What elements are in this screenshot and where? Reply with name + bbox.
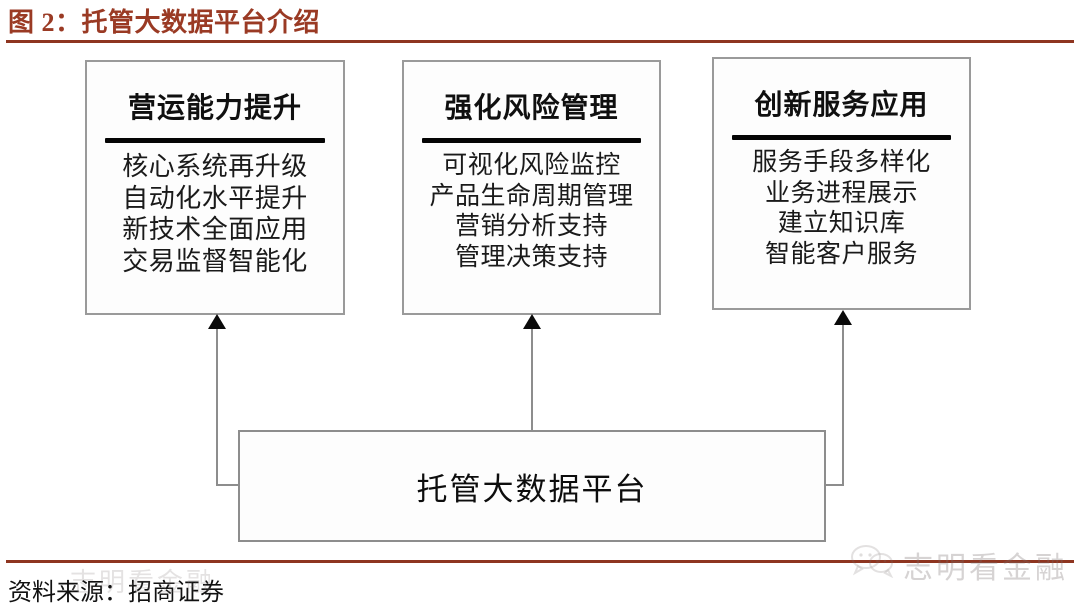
pillar-divider <box>104 138 326 143</box>
pillar-title: 营运能力提升 <box>127 93 302 124</box>
pillar-item: 新技术全面应用 <box>122 215 308 245</box>
header-divider <box>6 40 1074 43</box>
pillar-item: 管理决策支持 <box>454 243 608 271</box>
pillar-item: 交易监督智能化 <box>122 247 308 277</box>
connector-left-horizontal <box>216 484 240 486</box>
pillar-title: 创新服务应用 <box>754 90 929 121</box>
connector-right-vertical <box>842 325 844 485</box>
pillar-box-risk-management[interactable]: 强化风险管理 可视化风险监控 产品生命周期管理 营销分析支持 管理决策支持 <box>402 60 661 315</box>
pillar-divider <box>421 138 642 143</box>
page-title: 图 2：托管大数据平台介绍 <box>8 8 321 37</box>
pillar-item: 自动化水平提升 <box>122 183 308 213</box>
diagram-canvas: 营运能力提升 核心系统再升级 自动化水平提升 新技术全面应用 交易监督智能化 强… <box>0 44 1080 554</box>
connector-left-vertical <box>216 329 218 485</box>
source-note: 资料来源：招商证券 <box>8 580 224 606</box>
platform-box[interactable]: 托管大数据平台 <box>238 430 826 542</box>
pillar-title: 强化风险管理 <box>444 93 619 124</box>
pillar-item: 核心系统再升级 <box>122 152 308 181</box>
pillar-item: 营销分析支持 <box>454 213 608 240</box>
pillar-item-list: 服务手段多样化 业务进程展示 建立知识库 智能客户服务 <box>714 148 969 270</box>
pillar-item: 业务进程展示 <box>764 179 918 207</box>
arrow-up-icon <box>834 310 852 325</box>
footer-divider <box>6 560 1074 563</box>
pillar-item: 产品生命周期管理 <box>429 182 634 210</box>
connector-right-horizontal <box>824 484 844 486</box>
pillar-item: 服务手段多样化 <box>752 149 931 176</box>
pillar-item: 可视化风险监控 <box>442 152 621 179</box>
pillar-item: 智能客户服务 <box>764 240 918 268</box>
pillar-item-list: 核心系统再升级 自动化水平提升 新技术全面应用 交易监督智能化 <box>87 151 343 278</box>
pillar-item-list: 可视化风险监控 产品生命周期管理 营销分析支持 管理决策支持 <box>404 151 659 273</box>
arrow-up-icon <box>523 314 541 329</box>
figure-header: 图 2：托管大数据平台介绍 <box>0 0 1080 44</box>
pillar-box-operational-capability[interactable]: 营运能力提升 核心系统再升级 自动化水平提升 新技术全面应用 交易监督智能化 <box>85 60 345 315</box>
pillar-divider <box>731 135 952 140</box>
pillar-item: 建立知识库 <box>777 210 906 237</box>
platform-label: 托管大数据平台 <box>416 471 648 507</box>
connector-middle-vertical <box>531 329 533 432</box>
pillar-box-innovative-service[interactable]: 创新服务应用 服务手段多样化 业务进程展示 建立知识库 智能客户服务 <box>712 57 971 310</box>
arrow-up-icon <box>208 314 226 329</box>
